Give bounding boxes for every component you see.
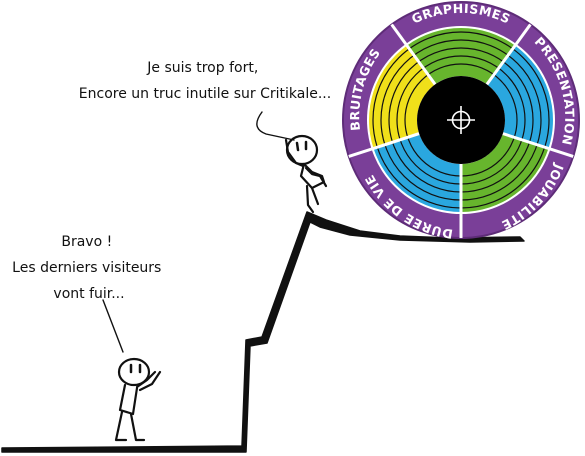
- rating-wheel: GRAPHISMES PRESENTATION JOUABILITE DUREE…: [342, 1, 580, 242]
- stick-figure-bottom: [114, 357, 162, 442]
- speech-bottom-line-3: vont fuir...: [53, 286, 124, 302]
- stick-figure-bottom-body: [118, 383, 139, 416]
- wheel-divider-2: [485, 23, 532, 86]
- speech-bottom-line-1: Bravo !: [61, 234, 112, 250]
- speech-top: Je suis trop fort, Encore un truc inutil…: [79, 60, 331, 102]
- stick-figure-top: [284, 134, 328, 214]
- wheel-divider-1: [390, 23, 437, 86]
- speech-bottom-line-2: Les derniers visiteurs: [12, 260, 161, 276]
- wheel-divider-3: [502, 132, 574, 158]
- wheel-divider-5: [348, 132, 420, 158]
- sector-jouabilite: [461, 133, 549, 212]
- speech-top-line-2: Encore un truc inutile sur Critikale...: [79, 86, 331, 102]
- speech-top-line-1: Je suis trop fort,: [146, 60, 258, 76]
- stick-figure-top-head: [285, 134, 319, 166]
- ground-line: [1, 211, 525, 453]
- speech-pointer-top: [256, 111, 295, 141]
- speech-pointer-bottom: [102, 299, 124, 353]
- speech-bottom: Bravo ! Les derniers visiteurs vont fuir…: [12, 234, 166, 302]
- sector-duree-de-vie: [373, 133, 461, 212]
- stick-figure-bottom-head: [117, 357, 151, 387]
- crosshair-icon: [447, 106, 475, 134]
- wheel-dividers: [348, 23, 574, 238]
